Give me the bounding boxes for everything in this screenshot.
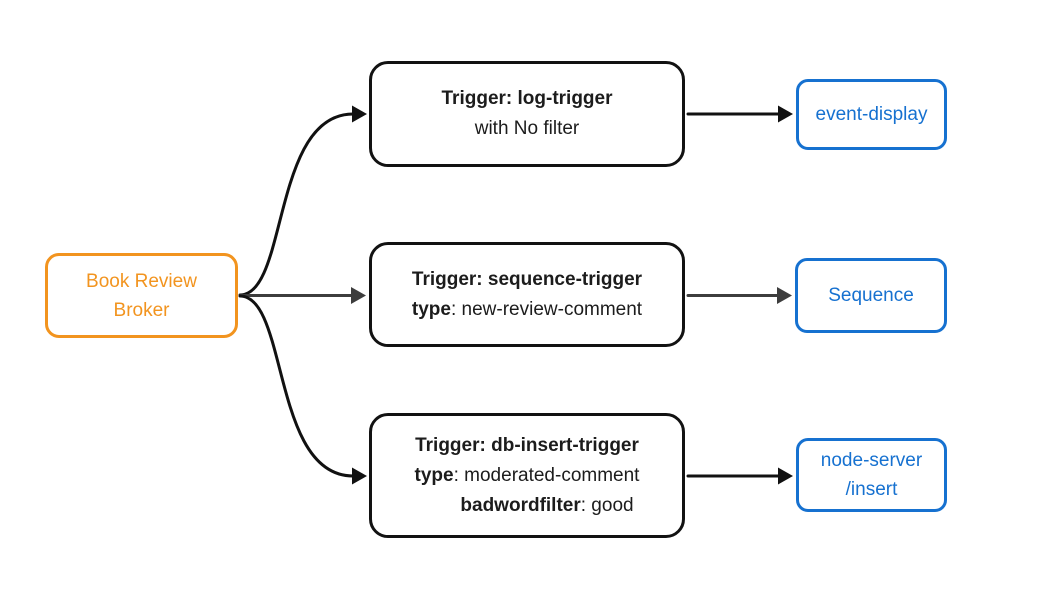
edge-broker-to-log-trigger — [238, 105, 367, 297]
trigger-node-log: Trigger: log-trigger with No filter — [369, 61, 685, 167]
node-label-line: Sequence — [828, 285, 914, 306]
node-label-line: event-display — [815, 104, 928, 125]
trigger-node-sequence: Trigger: sequence-trigger type: new-revi… — [369, 242, 685, 347]
sink-node-event-display: event-display — [796, 79, 947, 150]
node-label-line: Trigger: sequence-trigger — [411, 268, 643, 290]
node-label-line: type: new-review-comment — [411, 298, 643, 320]
node-label-line: badwordfilter: good — [460, 494, 634, 516]
node-label-line: Trigger: db-insert-trigger — [415, 434, 639, 456]
edge-broker-to-db-insert-trigger — [238, 294, 367, 485]
sink-node-node-server-insert: node-server /insert — [796, 438, 947, 512]
trigger-node-db-insert: Trigger: db-insert-trigger type: moderat… — [369, 413, 685, 538]
node-label-line: Trigger: log-trigger — [441, 88, 613, 109]
node-label-line: with No filter — [474, 118, 580, 139]
sink-node-sequence: Sequence — [795, 258, 947, 333]
node-label-line: Book Review — [86, 270, 197, 292]
broker-node: Book Review Broker — [45, 253, 238, 338]
node-label-line: node-server — [820, 450, 923, 471]
node-label-line: type: moderated-comment — [414, 464, 640, 486]
node-label-line: /insert — [845, 479, 898, 500]
node-label-line: Broker — [113, 299, 170, 321]
